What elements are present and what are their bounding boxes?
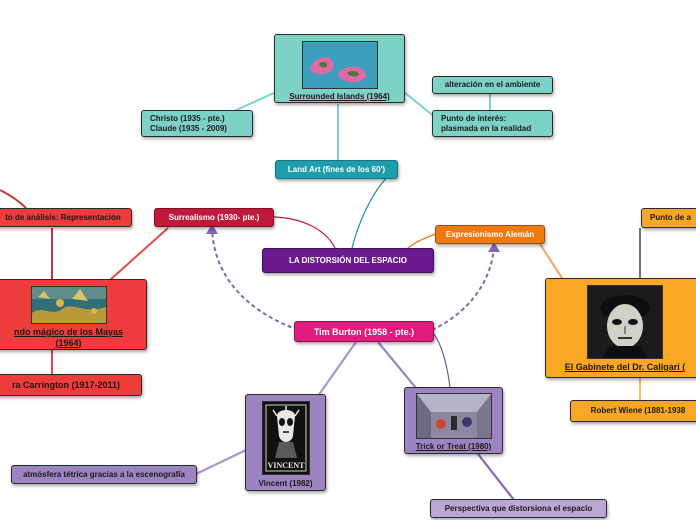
alteracion-text: alteración en el ambiente	[444, 80, 541, 89]
claude-text: Claude (1935 - 2009)	[150, 123, 227, 133]
central-topic-text: LA DISTORSIÓN DEL ESPACIO	[289, 255, 407, 265]
caligari-node[interactable]: El Gabinete del Dr. Caligari (	[545, 278, 696, 378]
christo-claude-node[interactable]: Christo (1935 - pte.) Claude (1935 - 200…	[141, 110, 253, 137]
surrealismo-node[interactable]: Surrealismo (1930- pte.)	[154, 208, 274, 227]
land-art-node[interactable]: Land Art (fines de los 60')	[275, 160, 398, 179]
vincent-poster-title: VINCENT	[267, 461, 305, 470]
christo-text: Christo (1935 - pte.)	[150, 113, 225, 123]
surrounded-islands-photo	[301, 41, 378, 89]
expresionismo-node[interactable]: Expresionismo Alemán	[435, 225, 545, 244]
link-analisis-offscreen	[0, 189, 27, 209]
expresionismo-text: Expresionismo Alemán	[445, 229, 535, 239]
carrington-text: ra Carrington (1917-2011)	[11, 380, 121, 390]
link-burton-expresionismo	[431, 245, 495, 331]
link-burton-trick	[377, 341, 417, 389]
punto-interes-line1: Punto de interés:	[441, 113, 507, 123]
vincent-node[interactable]: VINCENT Vincent (1982)	[245, 394, 326, 491]
carrington-node[interactable]: ra Carrington (1917-2011)	[0, 374, 142, 396]
link-trick-perspectiva	[477, 453, 515, 501]
link-central-expresionismo	[407, 233, 437, 249]
punto-analisis-text: to de análisis: Representación	[5, 212, 121, 222]
vincent-caption: Vincent (1982)	[258, 479, 313, 488]
surrounded-islands-caption: Surrounded Islands (1964)	[289, 92, 390, 101]
punto-interes-node[interactable]: Punto de interés: plasmada en la realida…	[432, 110, 553, 137]
mundo-magico-line1: ndo mágico de los Mayas	[13, 327, 124, 337]
punto-a-node[interactable]: Punto de a	[641, 208, 696, 228]
mundo-magico-painting	[30, 286, 107, 324]
link-central-surrealismo	[273, 216, 336, 249]
surrounded-islands-node[interactable]: Surrounded Islands (1964)	[274, 34, 405, 103]
link-central-landart	[351, 169, 397, 249]
atmosfera-node[interactable]: atmósfera tétrica gracias a la escenogra…	[11, 465, 197, 484]
trick-or-treat-node[interactable]: Trick or Treat (1980)	[404, 387, 503, 454]
punto-a-text: Punto de a	[650, 213, 691, 222]
tim-burton-text: Tim Burton (1958 - pte.)	[313, 326, 415, 337]
punto-interes-line2: plasmada en la realidad	[441, 123, 532, 133]
link-expresionismo-caligari	[539, 243, 563, 279]
link-burton-vincent	[317, 341, 357, 397]
surrealismo-text: Surrealismo (1930- pte.)	[168, 212, 260, 222]
central-topic-node[interactable]: LA DISTORSIÓN DEL ESPACIO	[262, 248, 434, 273]
perspectiva-node[interactable]: Perspectiva que distorsiona el espacio	[430, 499, 607, 518]
punto-analisis-node[interactable]: to de análisis: Representación	[0, 208, 132, 227]
mundo-magico-line2: (1964)	[55, 338, 82, 348]
link-vincent-atmosfera	[195, 449, 247, 475]
arrow-expresionismo	[488, 242, 500, 252]
wiene-node[interactable]: Robert Wiene (1881-1938	[570, 400, 696, 422]
alteracion-node[interactable]: alteración en el ambiente	[432, 76, 553, 94]
wiene-text: Robert Wiene (1881-1938	[590, 406, 686, 415]
atmosfera-text: atmósfera tétrica gracias a la escenogra…	[23, 469, 185, 479]
link-burton-surrealismo	[211, 227, 299, 331]
trick-or-treat-caption: Trick or Treat (1980)	[415, 442, 492, 451]
vincent-poster: VINCENT	[261, 401, 310, 475]
link-surrounded-interes	[403, 91, 437, 119]
arrow-surrealismo	[206, 224, 218, 234]
caligari-still	[587, 285, 663, 359]
trick-or-treat-still	[415, 393, 492, 439]
link-surrounded-christo	[231, 91, 277, 113]
link-surrealismo-mundo	[109, 227, 169, 281]
caligari-caption: El Gabinete del Dr. Caligari (	[564, 362, 686, 372]
perspectiva-text: Perspectiva que distorsiona el espacio	[444, 503, 593, 513]
land-art-text: Land Art (fines de los 60')	[287, 164, 386, 174]
tim-burton-node[interactable]: Tim Burton (1958 - pte.)	[294, 321, 434, 342]
mundo-magico-node[interactable]: ndo mágico de los Mayas (1964)	[0, 279, 147, 350]
